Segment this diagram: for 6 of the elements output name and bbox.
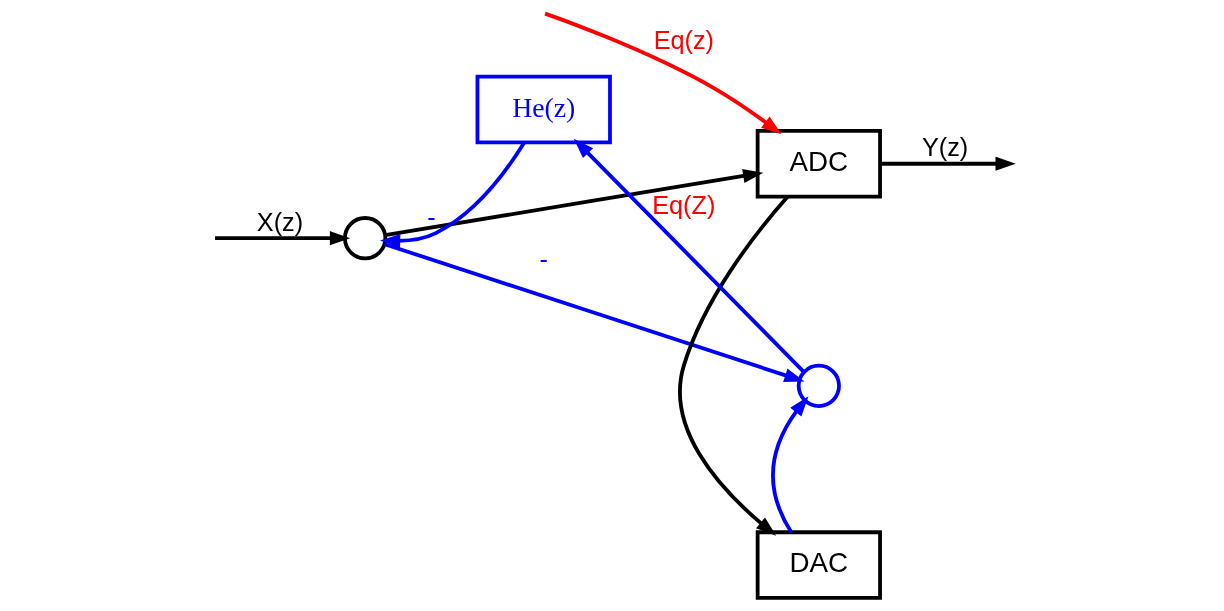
edge-label: Eq(Z) [651,191,715,220]
edge-label: Eq(z) [653,25,714,54]
edge-label: - [539,245,548,274]
edge-label: Y(z) [921,133,968,162]
edge-label: - [426,202,436,231]
edge-label: X(z) [256,207,303,236]
